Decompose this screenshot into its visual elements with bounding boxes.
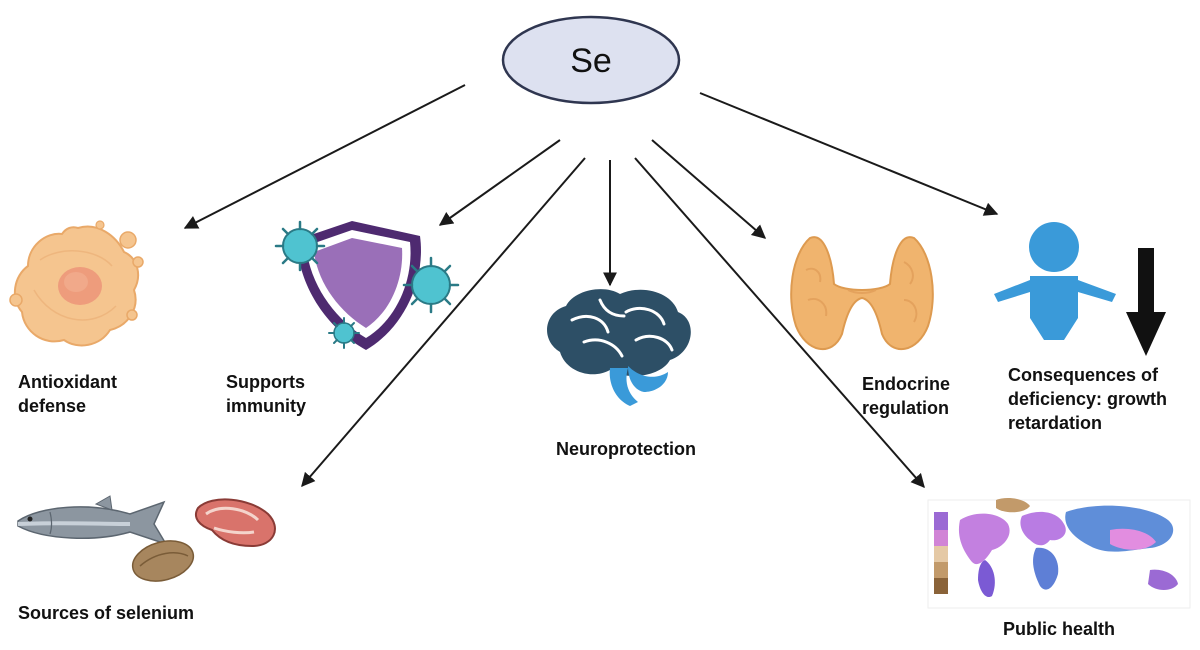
arrow-to-antioxidant (183, 84, 466, 229)
center-ellipse (501, 15, 681, 105)
label-endocrine-regulation: Endocrine regulation (862, 372, 950, 420)
arrow-to-immunity (438, 139, 561, 226)
label-supports-immunity: Supports immunity (226, 370, 306, 418)
center-label: Se (570, 42, 612, 80)
label-line: immunity (226, 396, 307, 416)
label-line: deficiency: growth (1008, 389, 1168, 409)
center-node: Se (501, 15, 681, 105)
label-line: Consequences of (1008, 365, 1159, 385)
label-line: defense (18, 396, 87, 416)
label-line: Sources of selenium (18, 603, 195, 623)
label-growth-retardation: Consequences of deficiency: growth retar… (1008, 363, 1167, 435)
nut-icon (131, 540, 195, 582)
label-line: Antioxidant (18, 372, 117, 392)
child-icon (994, 222, 1116, 340)
cell-icon (9, 220, 144, 347)
arrow-to-public-health (634, 157, 925, 489)
label-line: regulation (862, 398, 950, 418)
label-line: retardation (1008, 413, 1103, 433)
virus-shield-icon (274, 220, 460, 350)
thyroid-icon (790, 236, 934, 351)
brain-icon (547, 289, 691, 406)
label-line: Supports (226, 372, 305, 392)
label-line: Neuroprotection (556, 439, 697, 459)
meat-icon (194, 498, 276, 548)
fish-icon (17, 495, 168, 546)
arrows (183, 84, 999, 489)
label-line: Endocrine (862, 374, 951, 394)
down-arrow-icon (1126, 248, 1166, 356)
world-map-icon (927, 498, 1191, 609)
arrow-to-sources (301, 157, 586, 488)
arrow-to-growth (699, 92, 999, 216)
label-neuroprotection: Neuroprotection (556, 437, 696, 461)
label-sources-of-selenium: Sources of selenium (18, 601, 194, 625)
label-public-health: Public health (1003, 617, 1115, 641)
label-line: Public health (1003, 619, 1116, 639)
label-antioxidant-defense: Antioxidant defense (18, 370, 117, 418)
arrow-to-endocrine (651, 139, 767, 239)
